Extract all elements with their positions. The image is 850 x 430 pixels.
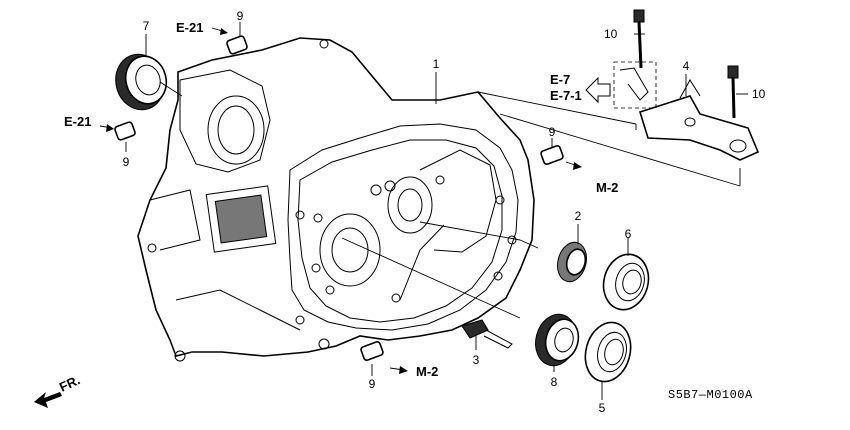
dowel-pin-top bbox=[226, 35, 248, 55]
part-labels: 1 2 3 4 5 6 7 8 9 9 9 9 10 10 bbox=[123, 9, 766, 415]
front-indicator: FR. bbox=[57, 372, 82, 394]
dowel-pin-right bbox=[540, 145, 564, 165]
label-part-6: 6 bbox=[625, 227, 632, 241]
dowel-pin-bottom bbox=[360, 341, 384, 361]
bolt-top bbox=[633, 9, 645, 69]
oil-seal-7 bbox=[115, 53, 168, 111]
label-part-7: 7 bbox=[143, 19, 150, 33]
drawing-code: S5B7—M0100A bbox=[668, 388, 753, 402]
reference-arrows bbox=[34, 27, 611, 408]
reference-labels: E-21 E-21 E-7 E-7-1 M-2 M-2 FR. S5B7—M01… bbox=[57, 20, 753, 402]
bearing-5 bbox=[584, 321, 632, 383]
label-part-5: 5 bbox=[599, 401, 606, 415]
label-part-9-bottom: 9 bbox=[369, 377, 376, 391]
clutch-housing bbox=[137, 37, 535, 362]
label-part-10-top: 10 bbox=[604, 27, 618, 41]
leader-lines bbox=[125, 22, 748, 400]
label-part-1: 1 bbox=[433, 57, 440, 71]
label-part-9-left: 9 bbox=[123, 155, 130, 169]
label-part-9-right: 9 bbox=[549, 125, 556, 139]
label-part-8: 8 bbox=[551, 375, 558, 389]
label-part-2: 2 bbox=[575, 209, 582, 223]
clip-assembly bbox=[613, 61, 657, 109]
oil-seal-8 bbox=[535, 313, 580, 367]
ref-m2-right: M-2 bbox=[596, 180, 618, 195]
bracket-4 bbox=[639, 79, 760, 161]
ref-e7: E-7 bbox=[550, 72, 570, 87]
ref-e21-left: E-21 bbox=[64, 114, 91, 129]
ref-m2-bottom: M-2 bbox=[416, 364, 438, 379]
label-part-10-right: 10 bbox=[752, 87, 766, 101]
magnet-3 bbox=[461, 319, 513, 349]
label-part-4: 4 bbox=[683, 59, 690, 73]
ref-e21-top: E-21 bbox=[176, 20, 203, 35]
dowel-pin-left bbox=[114, 121, 136, 141]
bearing-6 bbox=[602, 253, 650, 311]
ref-e7-1: E-7-1 bbox=[550, 88, 582, 103]
cap-2 bbox=[557, 241, 587, 283]
bolt-right bbox=[727, 65, 739, 119]
label-part-9-top: 9 bbox=[237, 9, 244, 23]
label-part-3: 3 bbox=[473, 353, 480, 367]
